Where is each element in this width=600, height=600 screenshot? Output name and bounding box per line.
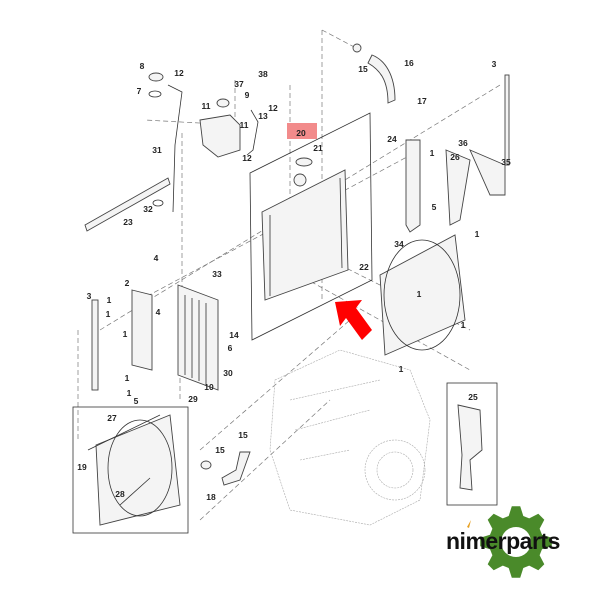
inset-shroud bbox=[72, 406, 189, 534]
callout-1: 1 bbox=[107, 295, 112, 305]
callout-12: 12 bbox=[242, 153, 252, 163]
callout-34: 34 bbox=[394, 239, 404, 249]
fan-shroud bbox=[379, 234, 466, 356]
callout-33: 33 bbox=[212, 269, 222, 279]
callout-17: 17 bbox=[417, 96, 427, 106]
expansion-tank bbox=[148, 72, 241, 158]
brackets bbox=[91, 74, 510, 391]
callout-30: 30 bbox=[223, 368, 233, 378]
callout-5: 5 bbox=[134, 396, 139, 406]
callout-18: 18 bbox=[206, 492, 216, 502]
callout-13: 13 bbox=[258, 111, 268, 121]
logo-text: nimerparts bbox=[446, 528, 560, 554]
callout-1: 1 bbox=[475, 229, 480, 239]
callout-16: 16 bbox=[404, 58, 414, 68]
logo-gear-icon bbox=[467, 506, 552, 578]
callout-15: 15 bbox=[238, 430, 248, 440]
callout-28: 28 bbox=[115, 489, 125, 499]
callout-1: 1 bbox=[399, 364, 404, 374]
callout-24: 24 bbox=[387, 134, 397, 144]
callout-7: 7 bbox=[137, 86, 142, 96]
callout-27: 27 bbox=[107, 413, 117, 423]
callout-22: 22 bbox=[359, 262, 369, 272]
callout-4: 4 bbox=[154, 253, 159, 263]
callout-6: 6 bbox=[228, 343, 233, 353]
callout-1: 1 bbox=[125, 373, 130, 383]
callout-10: 10 bbox=[204, 382, 214, 392]
callout-19: 19 bbox=[77, 462, 87, 472]
callout-2: 2 bbox=[125, 278, 130, 288]
callout-1: 1 bbox=[461, 320, 466, 330]
callout-11: 11 bbox=[202, 101, 211, 111]
callout-5: 5 bbox=[432, 202, 437, 212]
callout-21: 21 bbox=[313, 143, 323, 153]
callout-31: 31 bbox=[152, 145, 162, 155]
airflow-arrow bbox=[335, 300, 372, 340]
callout-14: 14 bbox=[229, 330, 239, 340]
callout-8: 8 bbox=[140, 61, 145, 71]
callout-12: 12 bbox=[268, 103, 278, 113]
radiator bbox=[249, 112, 373, 341]
callout-29: 29 bbox=[188, 394, 198, 404]
callout-1: 1 bbox=[430, 148, 435, 158]
hoses-and-straps bbox=[84, 43, 396, 486]
callout-36: 36 bbox=[458, 138, 468, 148]
callout-32: 32 bbox=[143, 204, 153, 214]
callout-15: 15 bbox=[215, 445, 225, 455]
callout-11: 11 bbox=[240, 120, 249, 130]
callout-23: 23 bbox=[123, 217, 133, 227]
callout-1: 1 bbox=[123, 329, 128, 339]
callout-26: 26 bbox=[450, 152, 460, 162]
callout-3: 3 bbox=[492, 59, 497, 69]
callout-1: 1 bbox=[127, 388, 132, 398]
highlight-box bbox=[287, 123, 317, 139]
engine bbox=[269, 349, 431, 526]
callout-3: 3 bbox=[87, 291, 92, 301]
callout-35: 35 bbox=[501, 157, 511, 167]
callout-15: 15 bbox=[358, 64, 368, 74]
callout-38: 38 bbox=[258, 69, 268, 79]
callout-1: 1 bbox=[106, 309, 111, 319]
callout-9: 9 bbox=[245, 90, 250, 100]
callout-37: 37 bbox=[234, 79, 244, 89]
callout-1: 1 bbox=[417, 289, 422, 299]
callout-12: 12 bbox=[174, 68, 184, 78]
callout-25: 25 bbox=[468, 392, 478, 402]
inset-deflector bbox=[446, 382, 498, 506]
callout-20: 20 bbox=[296, 128, 306, 138]
callout-4: 4 bbox=[156, 307, 161, 317]
